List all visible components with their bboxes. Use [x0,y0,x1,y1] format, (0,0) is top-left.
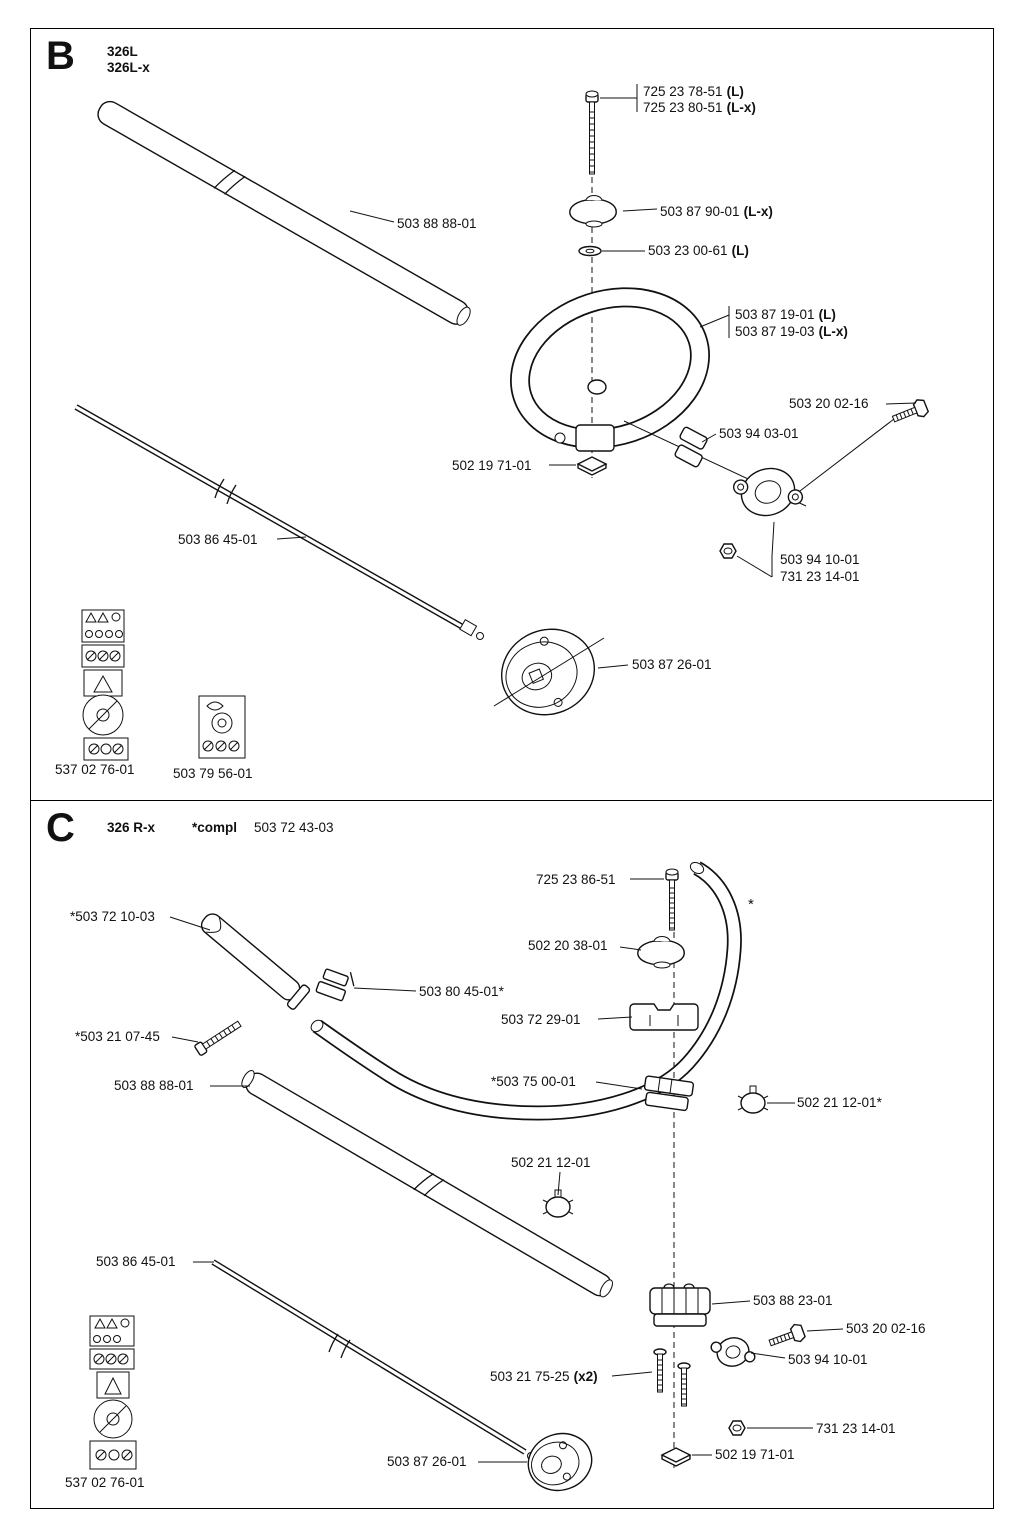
bracket-c [710,1337,756,1367]
section-b-art [74,84,930,761]
part-label-b-bracket: 503 94 10-01 [780,552,860,567]
part-label-b-tube: 503 88 88-01 [397,216,477,231]
part-label-b-wingnut: 503 87 90-01(L-x) [660,204,773,219]
part-label-c-lowerclamp: 503 88 23-01 [753,1293,833,1308]
part-label-c-wingknob: 502 20 38-01 [528,938,608,953]
clamp-nut-left-c [542,1189,574,1218]
handle-bolt-b [585,90,599,175]
screw-c [768,1323,806,1347]
part-label-c-clampnut-r: 502 21 12-01* [797,1095,882,1110]
part-label-c-clampnut-l: 502 21 12-01 [511,1155,591,1170]
part-label-b-bolt1: 725 23 78-51(L) [643,84,744,99]
section-b-letter: B [46,34,75,78]
cable-clamp-b [674,426,708,468]
part-label-c-bolt: 725 23 86-51 [536,872,616,887]
wing-knob-b [569,195,617,228]
loop-handle-b [510,287,710,449]
wing-knob-c [637,936,685,969]
part-label-c-asterisk: * [748,896,754,913]
shaft-tube-b [97,100,471,326]
part-label-b-screw: 503 20 02-16 [789,396,869,411]
warning-decals-b [81,609,129,761]
part-label-c-grip: *503 72 10-03 [70,909,155,924]
top-bracket-c [629,1003,699,1031]
model-label-326lx: 326L-x [107,60,150,75]
part-label-b-cableclamp: 503 94 03-01 [719,426,799,441]
part-label-c-nut: 731 23 14-01 [816,1421,896,1436]
part-label-c-screw: 503 20 02-16 [846,1321,926,1336]
part-label-c-topbracket: 503 72 29-01 [501,1012,581,1027]
compl-label: *compl [192,820,238,835]
support-bracket-b [732,467,804,517]
part-label-b-nut: 731 23 14-01 [780,569,860,584]
part-label-c-smallclamp: 503 80 45-01* [419,984,504,999]
screw-b [891,399,930,423]
part-label-c-tube: 503 88 88-01 [114,1078,194,1093]
part-label-b-handle1: 503 87 19-01(L) [735,307,836,322]
hex-nut-b [719,543,737,559]
part-label-b-driveshaft: 503 86 45-01 [178,532,258,547]
small-clamp-c [315,968,355,1002]
section-c-letter: C [46,806,75,850]
part-label-b-squarenut: 502 19 71-01 [452,458,532,473]
part-label-b-trimmerhead: 503 87 26-01 [632,657,712,672]
part-label-b-bolt2: 725 23 80-51(L-x) [643,100,756,115]
warning-decals-c [89,1315,137,1470]
handle-hole-b [587,379,607,395]
drive-shaft-b [74,404,484,640]
page-border [30,28,994,1509]
part-label-c-trimmerhead: 503 87 26-01 [387,1454,467,1469]
part-label-c-gripbolt: *503 21 07-45 [75,1029,160,1044]
part-label-c-squarenut: 502 19 71-01 [715,1447,795,1462]
part-label-c-screws2: 503 21 75-25(x2) [490,1369,598,1384]
washer-b [578,245,602,257]
part-label-c-driveshaft: 503 86 45-01 [96,1254,176,1269]
trimmer-head-c [527,1432,593,1492]
clamp-nut-right-c [737,1085,769,1114]
part-label-b-washer: 503 23 00-61(L) [648,243,749,258]
section-divider [30,800,992,801]
trimmer-head-b [500,628,596,716]
drive-shaft-c [211,1259,535,1460]
handle-clamp-b [554,424,615,452]
part-label-b-decal2: 503 79 56-01 [173,766,253,781]
section-c-art [89,861,844,1492]
shaft-tube-c [241,1069,613,1298]
hex-nut-c [728,1420,746,1436]
square-nut-c [660,1447,692,1467]
model-label-326rx: 326 R-x [107,820,156,835]
square-nut-b [576,456,608,476]
lower-clamp-c [649,1283,711,1327]
part-label-c-decal: 537 02 76-01 [65,1475,145,1490]
part-label-b-handle2: 503 87 19-03(L-x) [735,324,848,339]
grip-c [200,913,311,1010]
screws-pair-c [653,1348,691,1407]
grip-bolt-c [194,1020,242,1056]
compl-number: 503 72 43-03 [254,820,334,835]
model-label-326l: 326L [107,44,138,59]
part-label-c-bracket: 503 94 10-01 [788,1352,868,1367]
spool-decal-b [198,695,246,759]
mid-clamp-c [643,1075,695,1112]
part-label-c-midclamp: *503 75 00-01 [491,1074,576,1089]
handle-bolt-c [665,868,679,931]
part-label-b-decal1: 537 02 76-01 [55,762,135,777]
handlebar-c [310,861,742,1121]
